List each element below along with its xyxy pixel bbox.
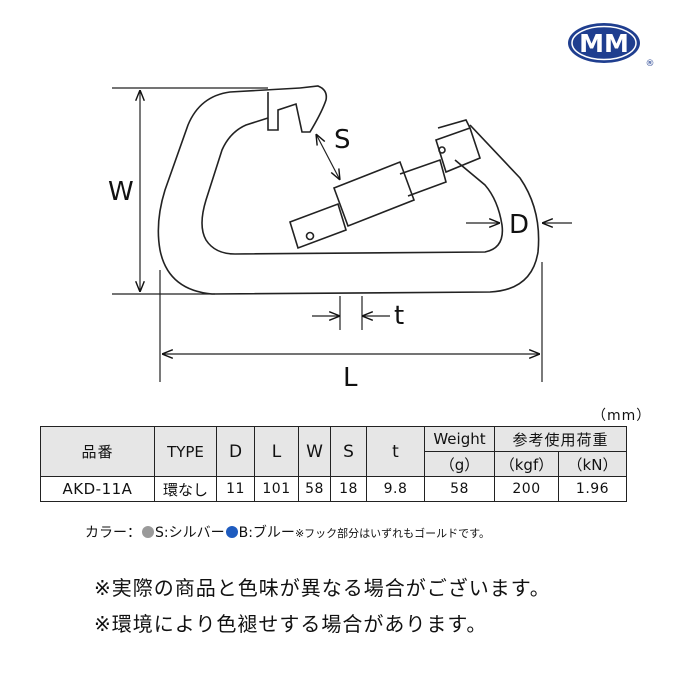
cell-w: 58 — [298, 476, 331, 502]
cell-type: 環なし — [154, 476, 217, 502]
header-weight-unit: （g） — [424, 451, 495, 477]
note-color-difference: ※実際の商品と色味が異なる場合がございます。 — [94, 576, 551, 600]
spec-table: 品番 TYPE D L W S t Weight 参考使用荷重 （g） （kgf… — [40, 426, 627, 502]
silver-swatch-icon — [142, 526, 154, 538]
header-load-kn: （kN） — [558, 451, 627, 477]
label-l: L — [343, 363, 358, 393]
carabiner-gate — [289, 119, 481, 250]
label-t: t — [394, 301, 404, 331]
dimension-l — [159, 262, 543, 382]
hook-color-note: ※フック部分はいずれもゴールドです。 — [294, 527, 491, 540]
header-type: TYPE — [154, 426, 217, 477]
cell-kn: 1.96 — [558, 476, 627, 502]
color-blue-label: B:ブルー — [238, 525, 295, 541]
cell-kgf: 200 — [494, 476, 559, 502]
cell-t: 9.8 — [366, 476, 425, 502]
carabiner-body — [157, 85, 540, 295]
header-load-kgf: （kgf） — [494, 451, 559, 477]
header-t: t — [366, 426, 425, 477]
table-subheader-row: （g） （kgf） （kN） — [41, 451, 627, 477]
dimension-s — [316, 134, 340, 180]
unit-label: （mm） — [592, 408, 652, 424]
logo-text: MM — [579, 29, 629, 58]
cell-d: 11 — [216, 476, 255, 502]
blue-swatch-icon — [225, 526, 238, 538]
cell-weight: 58 — [424, 476, 495, 502]
registered-mark: ® — [646, 59, 655, 68]
header-l: L — [254, 426, 299, 477]
table-header-row: 品番 TYPE D L W S t Weight 参考使用荷重 — [40, 426, 627, 477]
note-fading: ※環境により色褪せする場合があります。 — [94, 612, 488, 636]
cell-l: 101 — [254, 476, 299, 502]
color-options: カラー： S:シルバー B:ブルー※フック部分はいずれもゴールドです。 — [85, 522, 490, 542]
cell-part-no: AKD-11A — [40, 476, 155, 502]
label-w: W — [108, 177, 134, 207]
color-prefix: カラー： — [85, 525, 141, 541]
table-row: AKD-11A 環なし 11 101 58 18 9.8 58 200 1.96 — [40, 476, 627, 502]
label-s: S — [334, 125, 351, 155]
header-part-no: 品番 — [40, 426, 155, 477]
color-silver-label: S:シルバー — [155, 525, 225, 541]
header-d: D — [216, 426, 255, 477]
header-s: S — [330, 426, 367, 477]
cell-s: 18 — [330, 476, 367, 502]
dimension-t — [312, 296, 390, 330]
header-load: 参考使用荷重 — [494, 426, 627, 452]
label-d: D — [509, 210, 529, 240]
carabiner-diagram: W S D t L — [108, 85, 572, 393]
brand-logo: MM ® — [566, 22, 656, 69]
header-w: W — [298, 426, 331, 477]
header-weight: Weight — [424, 426, 495, 452]
dimension-w — [112, 87, 268, 295]
